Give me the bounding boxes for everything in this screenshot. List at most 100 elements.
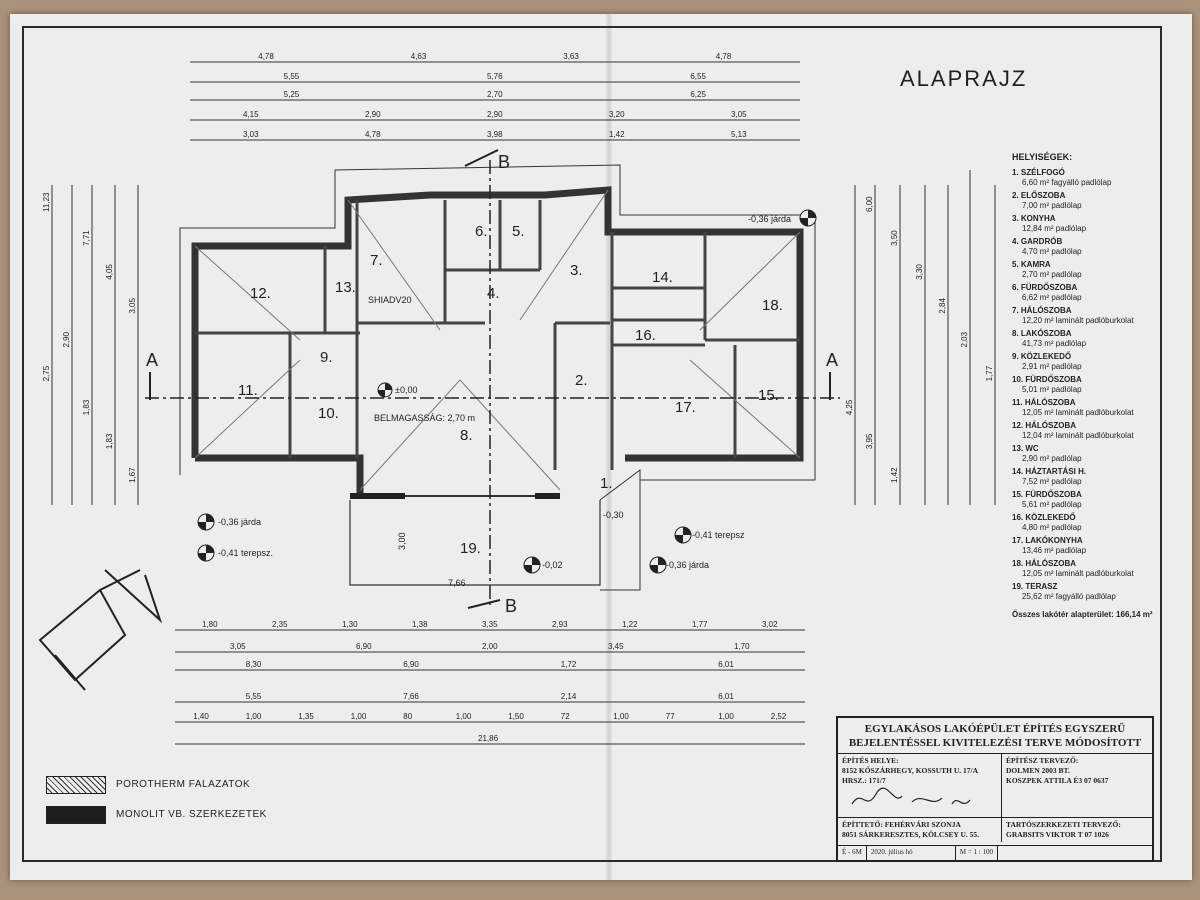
dimension-label: 1,00 — [456, 712, 472, 721]
room-entry-detail: 4,80 m² padlólap — [1022, 523, 1082, 532]
dimension-label: 4,78 — [258, 52, 274, 61]
room-entry-name: 19. TERASZ — [1012, 582, 1058, 591]
site-value: 8152 KŐSZÁRHEGY, KOSSUTH U. 17/A — [842, 766, 978, 775]
dimension-label: 2,90 — [487, 110, 503, 119]
room-entry-name: 9. KÖZLEKEDŐ — [1012, 352, 1072, 361]
dimension-label: 80 — [403, 712, 412, 721]
dimension-label: 7,66 — [403, 692, 419, 701]
room-entry-detail: 5,01 m² padlólap — [1022, 385, 1082, 394]
dimension-label: 1,00 — [718, 712, 734, 721]
dimension-label: 6,25 — [690, 90, 706, 99]
dimension-label: 6,01 — [718, 660, 734, 669]
terrace-depth-label: 3,00 — [397, 532, 407, 550]
dimension-label: 1,22 — [622, 620, 638, 629]
level-label-terepsz-1: -0,41 terepsz. — [218, 548, 273, 558]
legend-concrete: MONOLIT VB. SZERKEZETEK — [116, 809, 267, 820]
plan-annotations: BELMAGASSÁG: 2,70 m ±0,00 -0,36 járda -0… — [218, 214, 791, 588]
room-entry-name: 10. FÜRDŐSZOBA — [1012, 375, 1082, 384]
dimension-label: 3,05 — [731, 110, 747, 119]
dimension-label: 4,78 — [365, 130, 381, 139]
room-entry-name: 13. WC — [1012, 444, 1039, 453]
roof-outline — [179, 164, 816, 481]
room-number-18: 18. — [762, 297, 783, 314]
dimension-label: 6,55 — [690, 72, 706, 81]
room-entry-detail: 12,04 m² laminált padlóburkolat — [1022, 431, 1134, 440]
room-entry-name: 4. GARDRÓB — [1012, 237, 1063, 246]
dimension-label: 3,05 — [230, 642, 246, 651]
dimension-label: 4,25 — [845, 399, 854, 415]
paper-fold — [606, 14, 612, 880]
level-label-jarda-3: -0,36 járda — [748, 214, 791, 224]
dimension-label: 2,35 — [272, 620, 288, 629]
room-entry-detail: 12,05 m² laminált padlóburkolat — [1022, 408, 1134, 417]
dimension-label: 1,35 — [298, 712, 314, 721]
hrsz: HRSZ.: 171/7 — [842, 776, 886, 785]
dimension-label: 5,25 — [284, 90, 300, 99]
room-entry-name: 7. HÁLÓSZOBA — [1012, 306, 1072, 315]
dimension-label: 3,05 — [128, 297, 137, 313]
dimension-label: 1,00 — [613, 712, 629, 721]
top-dimension-lines — [190, 61, 800, 141]
room-number-10: 10. — [318, 405, 339, 422]
dimension-label: 72 — [561, 712, 570, 721]
room-entry-detail: 6,62 m² padlólap — [1022, 293, 1082, 302]
room-entry-detail: 2,70 m² padlólap — [1022, 270, 1082, 279]
room-number-4: 4. — [487, 285, 500, 302]
dimension-label: 5,13 — [731, 130, 747, 139]
drawing-frame — [22, 26, 1162, 862]
dimension-label: 5,55 — [246, 692, 262, 701]
room-number-15: 15. — [758, 387, 779, 404]
room-number-17: 17. — [675, 399, 696, 416]
room-entry-detail: 7,52 m² padlólap — [1022, 477, 1082, 486]
dimension-label: 3,02 — [762, 620, 778, 629]
room-number-7: 7. — [370, 252, 383, 269]
room-entry-detail: 25,62 m² fagyálló padlólap — [1022, 592, 1116, 601]
dimension-label: 1,77 — [985, 365, 994, 381]
interior-walls — [195, 200, 800, 470]
zero-level-label: ±0,00 — [395, 385, 417, 395]
designer-label: ÉPÍTÉSZ TERVEZŐ: — [1006, 756, 1079, 765]
site-label: ÉPÍTÉS HELYE: — [842, 756, 899, 765]
room-entry-name: 5. KAMRA — [1012, 260, 1051, 269]
concrete-swatch — [46, 806, 106, 824]
room-entry-name: 15. FÜRDŐSZOBA — [1012, 490, 1082, 499]
dimension-label: 2,90 — [365, 110, 381, 119]
terrace-outline — [349, 500, 601, 586]
total-area: Összes lakótér alapterület: 166,14 m² — [1012, 610, 1153, 619]
room-number-5: 5. — [512, 223, 525, 240]
client-address: 8051 SÁRKERESZTES, KÖLCSEY U. 55. — [842, 830, 980, 839]
project-heading: EGYLAKÁSOS LAKÓÉPÜLET ÉPÍTÉS EGYSZERŰ BE… — [838, 718, 1152, 754]
section-marker-a-left: A — [146, 350, 158, 370]
dimension-label: 3,95 — [865, 433, 874, 449]
dimension-label: 1,42 — [609, 130, 625, 139]
level-label-030: -0,30 — [603, 510, 624, 520]
dimension-label: 4,63 — [411, 52, 427, 61]
dimension-label: 6,01 — [718, 692, 734, 701]
dimension-label: 4,15 — [243, 110, 259, 119]
dimension-label: 3,20 — [609, 110, 625, 119]
dimension-label: 2,03 — [960, 331, 969, 347]
lintel-label: SHIADV20 — [368, 295, 412, 305]
north-arrow-icon — [38, 569, 163, 691]
dimension-label: 3,30 — [915, 264, 924, 280]
level-markers — [197, 209, 817, 574]
dimension-label: 3,63 — [563, 52, 579, 61]
section-arrows — [149, 149, 831, 609]
room-entry-detail: 4,70 m² padlólap — [1022, 247, 1082, 256]
ceiling-height-label: BELMAGASSÁG: 2,70 m — [374, 413, 475, 423]
client-label: ÉPÍTTETŐ: FEHÉRVÁRI SZONJA — [842, 820, 961, 829]
left-dimension-lines — [51, 185, 139, 505]
dimension-label: 2,75 — [42, 365, 51, 381]
room-entry-detail: 12,05 m² laminált padlóburkolat — [1022, 569, 1134, 578]
room-number-2: 2. — [575, 372, 588, 389]
room-entry-name: 18. HÁLÓSZOBA — [1012, 559, 1077, 568]
level-label-jarda-2: -0,36 járda — [666, 560, 709, 570]
dimension-label: 2,84 — [938, 297, 947, 313]
section-marker-b-bottom: B — [505, 596, 517, 616]
dimension-label: 77 — [666, 712, 675, 721]
room-entry-detail: 5,61 m² padlólap — [1022, 500, 1082, 509]
dimension-label: 7,71 — [82, 230, 91, 246]
dimension-label: 8,30 — [246, 660, 262, 669]
